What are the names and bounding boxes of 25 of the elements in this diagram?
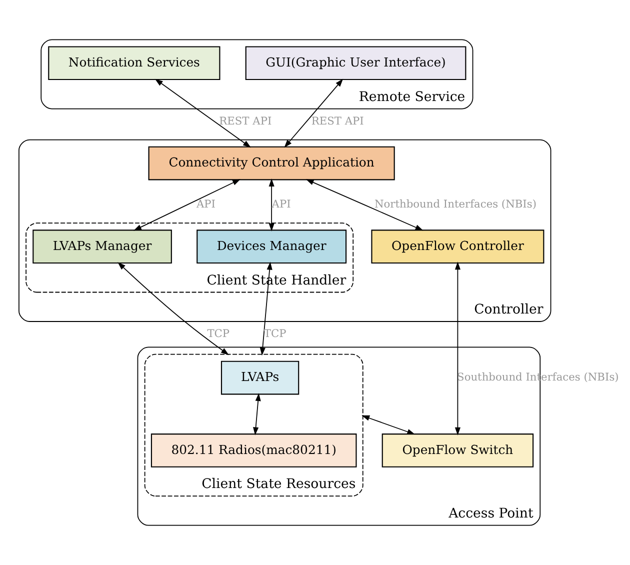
node-box: Notification Services [48, 46, 220, 80]
arrow [118, 262, 229, 356]
arrow [306, 179, 424, 231]
arrow [268, 178, 274, 232]
edge-label: Northbound Interfaces (NBIs) [374, 198, 536, 211]
edge-label: REST API [219, 114, 272, 128]
edge-label: API [196, 198, 216, 211]
node-box: OpenFlow Switch [382, 434, 534, 468]
node-box: LVAPs [220, 360, 300, 395]
arrow [154, 78, 251, 148]
edge-label: REST API [311, 114, 364, 128]
arrow [253, 393, 261, 436]
node-box: OpenFlow Controller [371, 230, 544, 264]
edge-label: TCP [264, 327, 286, 340]
node-box: 802.11 Radios(mac80211) [150, 434, 357, 468]
node-box: GUI(Graphic User Interface) [245, 46, 466, 80]
arrow [454, 262, 460, 436]
edge-label: TCP [207, 327, 230, 340]
node-box: LVAPs Manager [32, 230, 172, 264]
arrow [362, 415, 416, 434]
arrow [284, 78, 344, 148]
node-box: Devices Manager [196, 230, 347, 264]
arrow [133, 179, 241, 231]
node-box: Connectivity Control Application [148, 146, 395, 180]
arrow [260, 262, 272, 356]
